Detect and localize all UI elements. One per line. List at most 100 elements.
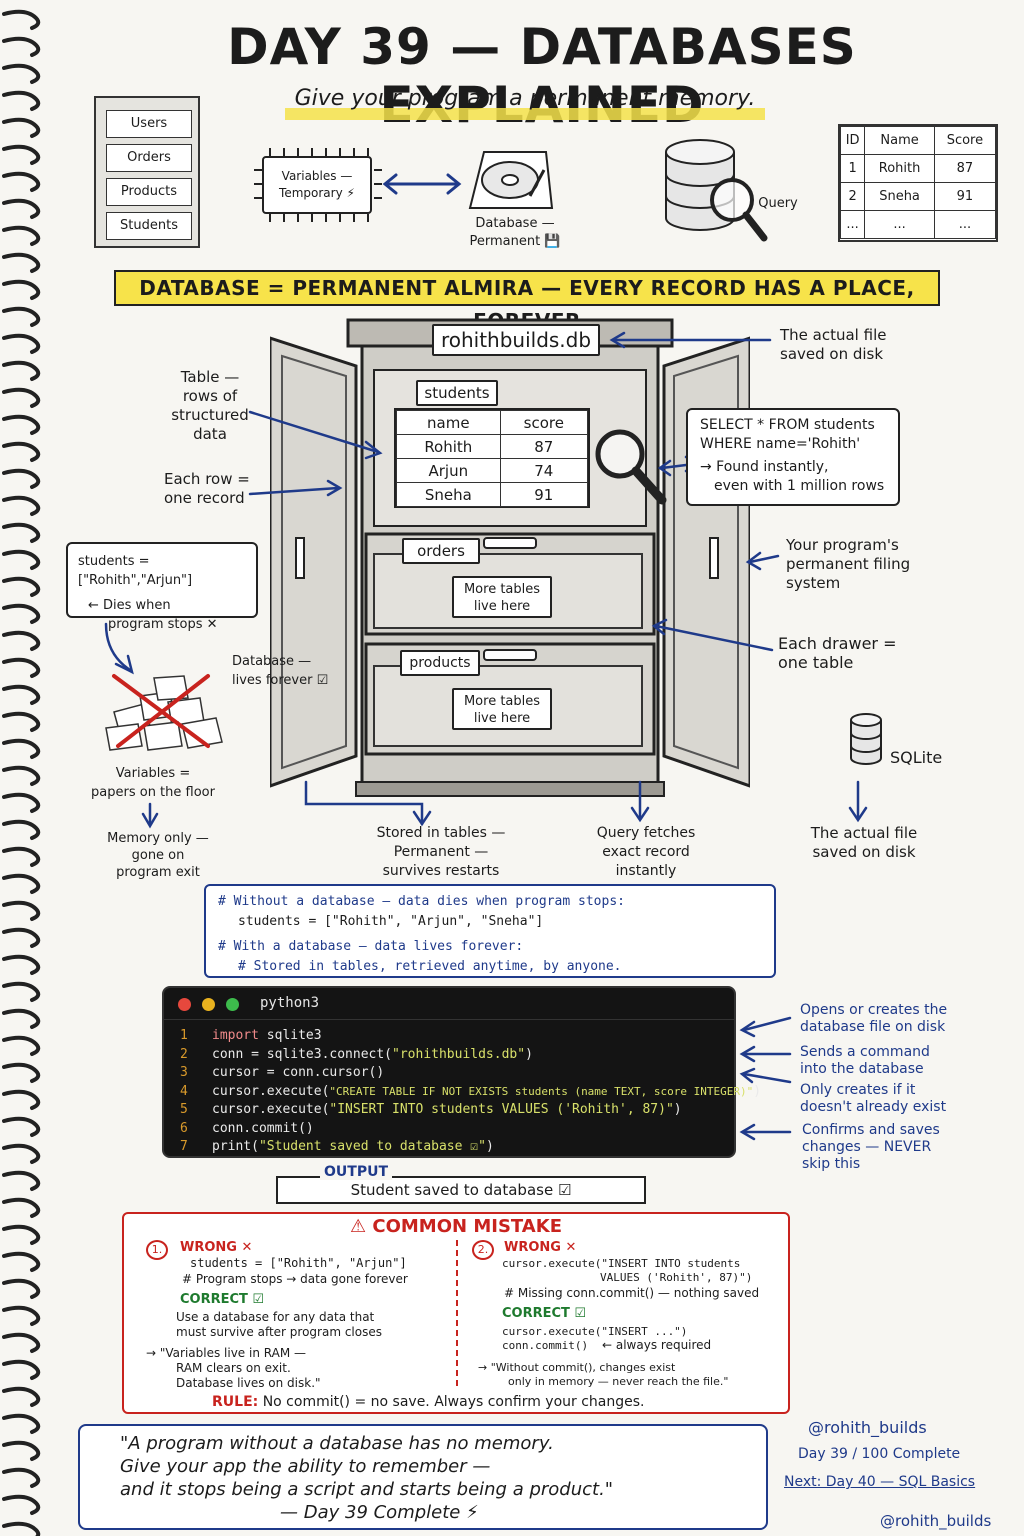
note-line: papers on the floor: [91, 785, 215, 800]
left-fix-1: Use a database for any data that: [176, 1310, 375, 1324]
table-cell: Rohith: [396, 434, 501, 459]
spiral-ring: [2, 927, 41, 948]
closing-quote-box: "A program without a database has no mem…: [78, 1424, 768, 1530]
author-handle: @rohith_builds: [808, 1418, 927, 1437]
papers-note: Variables = papers on the floor: [90, 764, 216, 802]
spiral-ring: [2, 522, 41, 543]
spiral-ring: [2, 1143, 41, 1164]
note-line: ← Dies when: [88, 598, 171, 613]
more-tables-text: More tables: [463, 694, 541, 709]
code-token: "CREATE TABLE IF NOT EXISTS students (na…: [329, 1084, 754, 1098]
output-label: OUTPUT: [320, 1164, 392, 1180]
key-idea-banner: DATABASE = PERMANENT ALMIRA — EVERY RECO…: [114, 270, 940, 333]
query-label: Query: [758, 196, 798, 211]
note-line: Permanent —: [393, 844, 489, 860]
note-line: Confirms and saves: [802, 1122, 940, 1138]
mini-th-id: ID: [839, 126, 866, 155]
right-wrong-comment: # Missing conn.commit() — nothing saved: [504, 1286, 760, 1300]
next-day-link[interactable]: Next: Day 40 — SQL Basics: [784, 1474, 976, 1490]
rule-label: RULE:: [212, 1394, 259, 1410]
spiral-ring: [2, 198, 41, 219]
note-line: skip this: [802, 1156, 861, 1172]
mistake-title: ⚠ COMMON MISTAKE: [349, 1216, 562, 1237]
code-note-commit: Confirms and saves changes — NEVER skip …: [802, 1122, 940, 1173]
note-line: one table: [778, 653, 854, 672]
right-wrong-code-2: VALUES ('Rohith', 87)"): [600, 1271, 753, 1284]
spiral-ring: [2, 252, 41, 273]
left-wrong-code: students = ["Rohith", "Arjun"]: [190, 1256, 407, 1270]
page-subtitle: Give your program a permanent memory.: [294, 86, 756, 111]
stored-note: Stored in tables — Permanent — survives …: [366, 824, 516, 881]
table-cell: 87: [499, 434, 589, 459]
sqlite-file-note: The actual file saved on disk: [806, 824, 922, 862]
more-tables-text: live here: [473, 599, 531, 614]
spiral-ring: [2, 873, 41, 894]
note-line: Your program's: [786, 536, 899, 554]
mini-cell: ...: [933, 210, 997, 239]
note-line: Query fetches: [596, 825, 696, 841]
spiral-binding: [2, 9, 41, 1536]
memory-chip-icon: Variables — Temporary ⚡: [262, 156, 372, 214]
note-line: Variables =: [115, 766, 191, 781]
sqlite-label: SQLite: [890, 748, 943, 767]
spiral-ring: [2, 1359, 41, 1380]
table-cell: 91: [499, 482, 589, 507]
line-number: 7: [180, 1139, 188, 1154]
spiral-ring: [2, 1467, 41, 1488]
table-cell: Sneha: [396, 482, 501, 507]
mini-th-name: Name: [864, 126, 935, 155]
spiral-ring: [2, 846, 41, 867]
spiral-ring: [2, 603, 41, 624]
spiral-ring: [2, 333, 41, 354]
spiral-ring: [2, 1035, 41, 1056]
table-row: 1 Rohith 87: [839, 154, 997, 183]
products-tab: products: [400, 650, 480, 676]
spiral-ring: [2, 171, 41, 192]
line-number: 1: [180, 1028, 188, 1043]
disk-label-2: Permanent 💾: [469, 234, 561, 249]
orders-tab: orders: [402, 538, 480, 564]
left-correct-label: CORRECT ☑: [180, 1292, 265, 1307]
spiral-ring: [2, 900, 41, 921]
spiral-ring: [2, 711, 41, 732]
spiral-ring: [2, 954, 41, 975]
filing-system-note: Your program's permanent filing system: [786, 536, 910, 593]
more-tables-card-1: More tables live here: [452, 576, 552, 618]
spiral-ring: [2, 1386, 41, 1407]
right-fix-1: cursor.execute("INSERT ..."): [502, 1325, 688, 1338]
spiral-ring: [2, 657, 41, 678]
mini-cell: ...: [839, 210, 866, 239]
note-line: saved on disk: [780, 345, 884, 363]
note-line: data: [193, 425, 227, 443]
mini-cell: Sneha: [864, 182, 935, 211]
code-window-title: python3: [260, 995, 320, 1011]
spiral-ring: [2, 981, 41, 1002]
note-line: The actual file: [780, 326, 887, 344]
note-line: one record: [164, 489, 245, 507]
mini-cell: ...: [864, 210, 935, 239]
more-tables-text: More tables: [463, 582, 541, 597]
spiral-ring: [2, 1278, 41, 1299]
maximize-dot-icon: [226, 998, 239, 1011]
quote-line: and it stops being a script and starts b…: [120, 1479, 614, 1500]
note-line: The actual file: [810, 824, 918, 842]
right-fix-2: conn.commit(): [502, 1339, 589, 1352]
note-line: Each drawer =: [778, 634, 897, 653]
th-name: name: [396, 410, 501, 435]
spiral-ring: [2, 90, 41, 111]
code-token: print(: [212, 1139, 259, 1154]
spiral-ring: [2, 630, 41, 651]
hard-disk-icon: [468, 151, 554, 209]
th-score: score: [499, 410, 589, 435]
table-row: ... ... ...: [839, 210, 997, 239]
chip-label: Variables — Temporary ⚡: [279, 169, 355, 200]
spiral-ring: [2, 360, 41, 381]
closing-quote: "A program without a database has no mem…: [120, 1432, 613, 1524]
output-box: Student saved to database ☑: [276, 1176, 646, 1204]
right-wrong-label: WRONG ✕: [504, 1240, 577, 1255]
variable-dies-box: students = ["Rohith","Arjun"] ← Dies whe…: [66, 542, 258, 632]
left-quote-2: RAM clears on exit.: [176, 1361, 291, 1375]
spiral-ring: [2, 1332, 41, 1353]
